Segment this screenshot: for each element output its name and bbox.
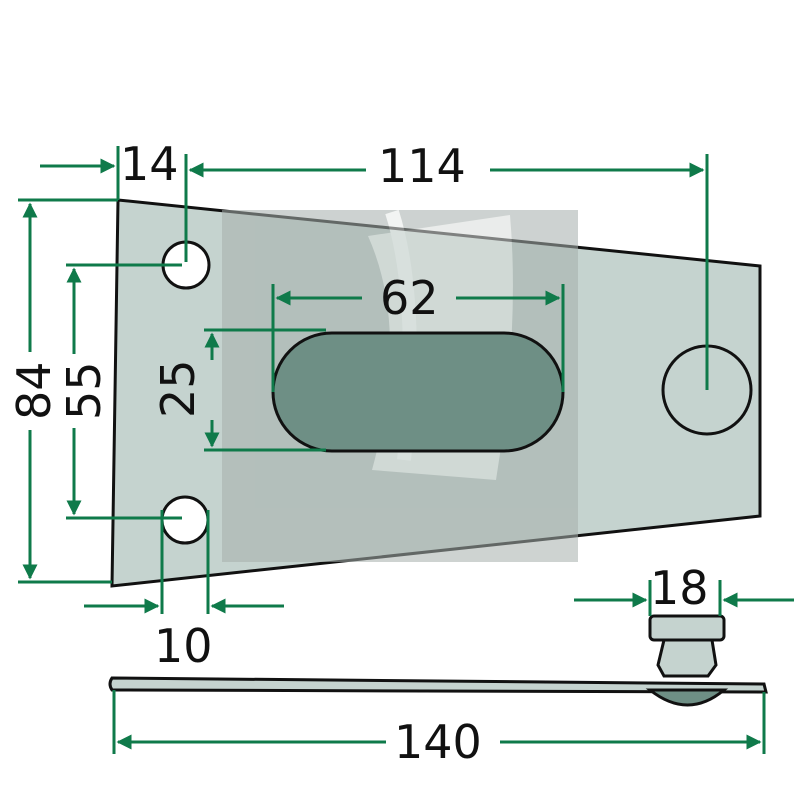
dimension-slot-width: 25 bbox=[151, 328, 326, 452]
dimension-label-25: 25 bbox=[151, 359, 205, 418]
dimension-label-140: 140 bbox=[394, 715, 482, 769]
dimension-label-55: 55 bbox=[57, 361, 111, 420]
dimension-label-84: 84 bbox=[7, 361, 61, 420]
bottom-mounting-hole bbox=[160, 495, 210, 545]
dimension-hole-spacing: 55 bbox=[57, 263, 182, 520]
dimension-overall-height: 84 bbox=[7, 198, 118, 584]
dimension-label-62: 62 bbox=[380, 271, 439, 325]
dimension-overall-length: 140 bbox=[112, 690, 766, 769]
dimension-label-10: 10 bbox=[154, 619, 213, 673]
dimension-label-14: 14 bbox=[120, 137, 179, 191]
dimension-top-span: 114 bbox=[184, 139, 709, 390]
dimension-small-hole: 10 bbox=[84, 510, 284, 673]
dimension-slot-length: 62 bbox=[271, 271, 565, 392]
stud-side-view bbox=[645, 614, 729, 707]
dimension-stud-diameter: 18 bbox=[574, 561, 794, 616]
dimension-top-left-offset: 14 bbox=[40, 137, 179, 200]
dimension-label-114: 114 bbox=[378, 139, 466, 193]
slot bbox=[271, 331, 565, 453]
dimension-label-18: 18 bbox=[650, 561, 709, 615]
